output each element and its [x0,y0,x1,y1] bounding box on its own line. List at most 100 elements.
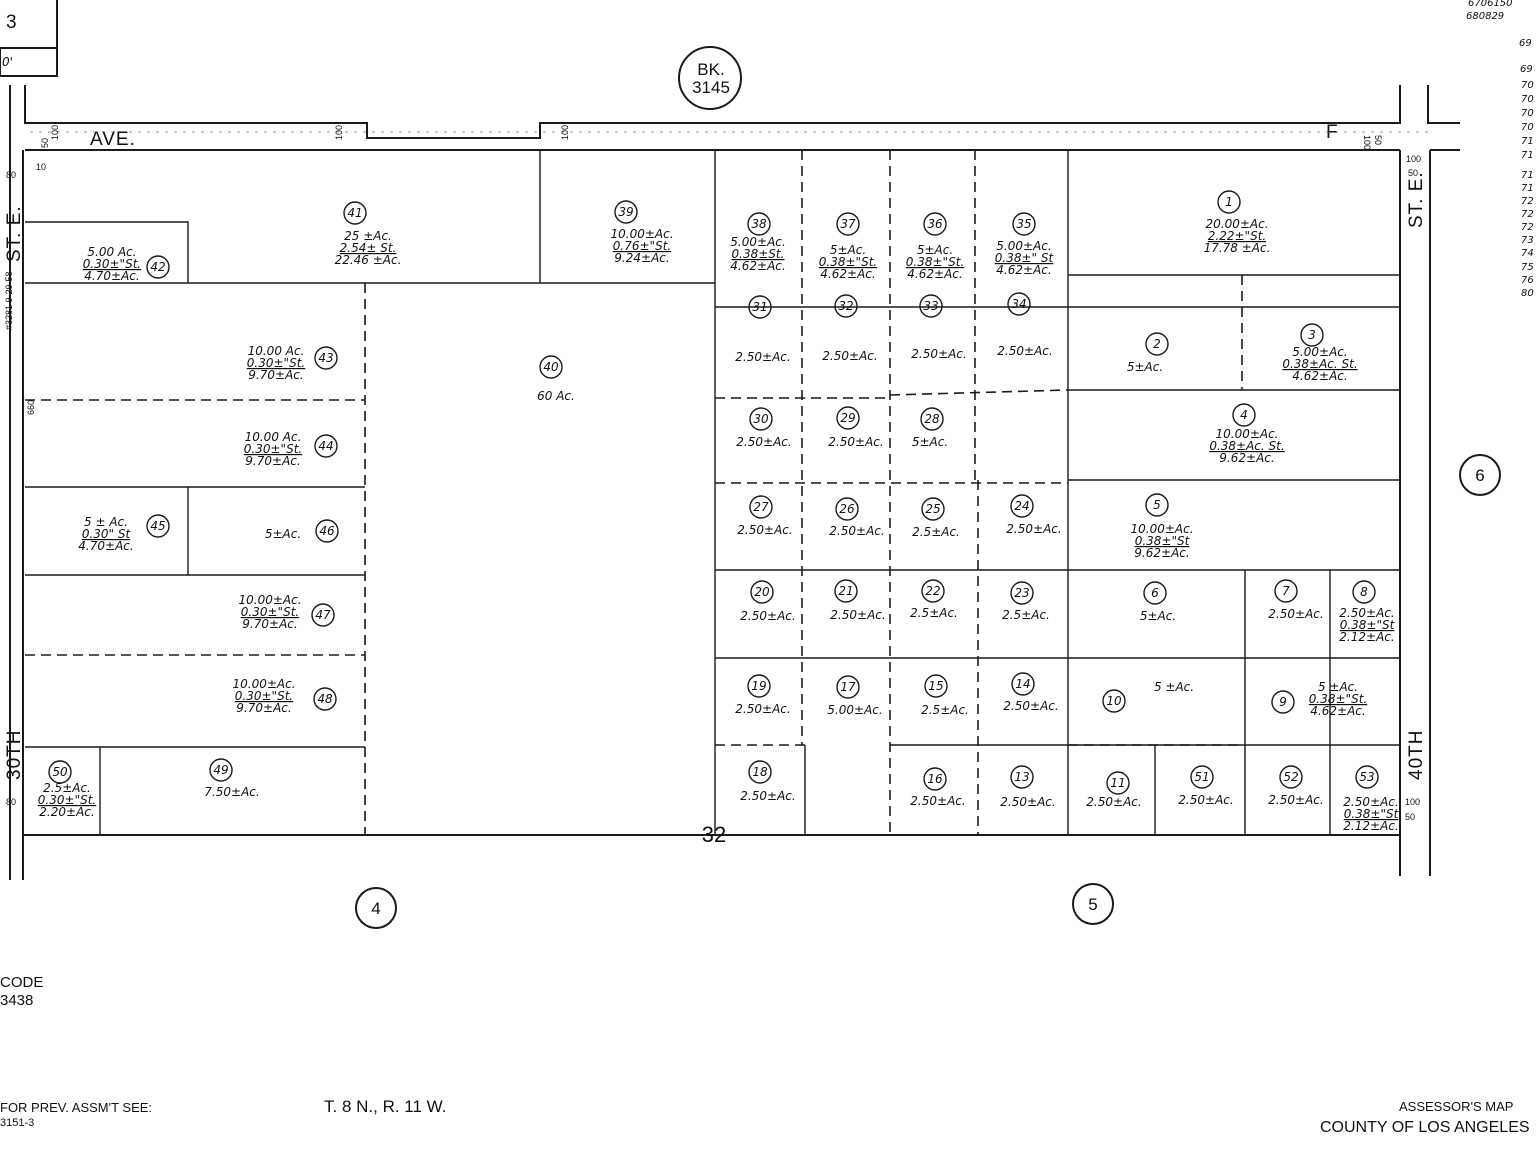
parcel-area-line: 20.00±Ac. [1205,217,1268,231]
parcel-number-circle [919,294,943,318]
parcel-number: 7 [1282,584,1290,598]
parcel-13: 132.50±Ac. [1000,765,1056,809]
parcel-area-line: 2.50±Ac. [1339,606,1394,620]
parcel-number-circle [921,497,945,521]
adjoining-map-4: 4 [355,887,397,929]
parcel-number-circle [539,355,563,379]
parcel-area-line: 2.50±Ac. [1178,793,1233,807]
parcel-number-circle [209,758,233,782]
top-code: 72 [1521,196,1534,207]
parcel-area-line: 0.38±" St [995,251,1055,265]
adjoining-map-number: 5 [1088,895,1097,914]
parcel-number: 30 [753,412,769,426]
parcel-number-circle [1012,212,1036,236]
parcel-area-line: 2.50±Ac. [740,609,795,623]
parcel-area-line: 0.38±Ac. St. [1209,439,1284,453]
parcel-number-circle [314,434,338,458]
top-code: 71 [1521,183,1534,194]
parcel-area-line: 25 ±Ac. [344,229,392,243]
parcel-number: 21 [838,584,853,598]
parcel-area-line: 2.50±Ac. [1268,607,1323,621]
parcel-28: 285±Ac. [912,407,948,449]
parcel-number: 16 [927,772,943,786]
book-label: BK. [697,60,724,79]
top-code: 6706150 [1468,0,1513,9]
parcel-area-line: 2.50±Ac. [829,524,884,538]
parcel-area-line: 0.30±"St. [38,793,96,807]
recording-note: #3281 9-29-58 [4,271,14,330]
parcel-number-circle [747,212,771,236]
parcel-number: 23 [1014,586,1029,600]
parcel-number-circle [1145,493,1169,517]
parcel-number-circle [749,495,773,519]
parcel-14: 142.50±Ac. [1003,672,1059,713]
assessor-map-label: ASSESSOR'S MAP [1399,1099,1513,1114]
parcel-number-circle [923,212,947,236]
parcel-number-circle [1106,771,1130,795]
parcel-4: 410.00±Ac.0.38±Ac. St.9.62±Ac. [1209,403,1285,465]
top-code: 71 [1521,170,1534,181]
footer: CODE 3438 FOR PREV. ASSM'T SEE: 3151-3 T… [0,974,1530,1136]
parcel-area-line: 10.00±Ac. [1215,427,1278,441]
parcel-area-line: 0.38±"St [1344,807,1400,821]
parcel-area-line: 9.70±Ac. [242,617,297,631]
parcel-number: 1 [1225,195,1233,209]
parcel-25: 252.5±Ac. [912,497,960,539]
parcel-area-line: 5±Ac. [912,435,948,449]
parcel-number: 52 [1283,770,1298,784]
parcel-area-line: 4.62±Ac. [1310,704,1365,718]
parcel-number: 43 [318,351,333,365]
parcel-11: 112.50±Ac. [1086,771,1142,809]
parcel-number-circle [1300,323,1324,347]
top-code: 76 [1521,275,1534,286]
top-code: 73 [1521,235,1534,246]
top-code: 69 [1519,38,1532,49]
parcel-area-line: 4.62±Ac. [1292,369,1347,383]
parcel-area-line: 9.62±Ac. [1219,451,1274,465]
parcel-area-line: 2.5±Ac. [921,703,969,717]
parcel-16: 162.50±Ac. [910,767,966,808]
parcel-24: 242.50±Ac. [1006,494,1062,536]
parcel-38: 385.00±Ac.0.38±St.4.62±Ac. [730,212,786,273]
parcel-number: 20 [754,585,770,599]
ave-f-suffix: F [1326,122,1339,143]
top-code: 70 [1521,122,1534,133]
parcel-area-line: 22.46 ±Ac. [335,253,402,267]
top-code: 71 [1521,136,1534,147]
parcel-area-line: 5.00±Ac. [1292,345,1347,359]
dim-label: 100 [1406,154,1421,164]
parcel-area-line: 5±Ac. [265,527,301,541]
dim-label: 100 [50,125,60,140]
parcel-number-circle [834,294,858,318]
parcel-number: 46 [319,524,335,538]
parcel-number-circle [1217,190,1241,214]
parcel-number: 15 [928,679,943,693]
parcel-8: 82.50±Ac.0.38±"St2.12±Ac. [1339,580,1396,644]
parcel-number-circle [146,255,170,279]
parcel-number-circle [314,346,338,370]
county-label: COUNTY OF LOS ANGELES [1320,1119,1530,1136]
parcel-number: 53 [1359,770,1374,784]
parcel-area-line: 2.50±Ac. [830,608,885,622]
parcel-number-circle [836,212,860,236]
township-range: T. 8 N., R. 11 W. [324,1097,447,1116]
adjoining-map-number: 6 [1475,466,1484,485]
top-code: 80 [1521,288,1534,299]
parcel-30: 302.50±Ac. [736,407,792,449]
parcel-area-line: 0.30" St [82,527,132,541]
parcel-53: 532.50±Ac.0.38±"St2.12±Ac. [1343,765,1400,833]
parcel-area-line: 2.50±Ac. [1000,795,1055,809]
parcel-35: 355.00±Ac.0.38±" St4.62±Ac. [995,212,1055,277]
dim-label: 80 [6,797,16,807]
parcel-number: 50 [52,765,68,779]
parcel-number-circle [1007,292,1031,316]
parcel-50: 502.5±Ac.0.30±"St.2.20±Ac. [38,760,96,819]
parcel-number: 2 [1153,337,1161,351]
parcel-area-line: 5 ±Ac. [1154,680,1194,694]
parcel-area-line: 4.70±Ac. [84,269,139,283]
